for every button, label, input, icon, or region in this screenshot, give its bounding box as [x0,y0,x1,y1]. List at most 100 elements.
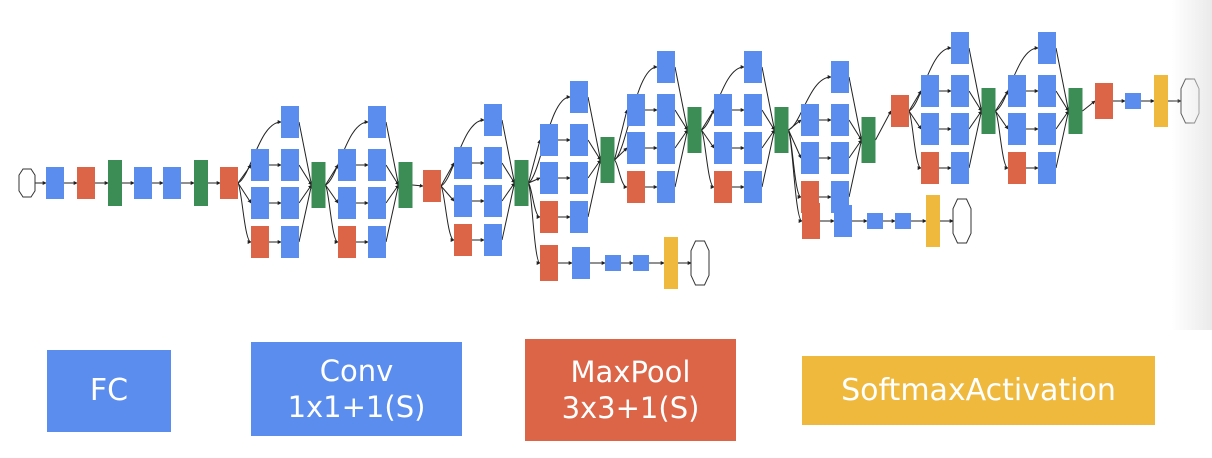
edge-arrow [875,110,892,141]
concat-node [861,117,876,163]
conv-node [1038,113,1056,145]
conv-node [572,247,590,279]
conv-node [251,187,269,219]
googlenet-diagram [18,32,1200,289]
conv-node [570,162,588,194]
conv-node [163,167,181,199]
maxpool-node [338,226,356,258]
edge-arrow [614,147,628,161]
concat-node [1068,88,1083,134]
edge-arrow [501,119,516,184]
conv-node [834,205,852,237]
edge-arrow [995,90,1009,112]
softmax-node [926,195,940,247]
conv-node [484,147,502,179]
edge-arrow [614,159,628,189]
maxpool-node [220,167,238,199]
edge-arrow [788,119,802,131]
edge-arrow [325,184,339,244]
edge-arrow [995,110,1009,170]
output-node [690,240,710,286]
edge-arrow [528,177,541,184]
edge-arrow [385,121,400,186]
edge-arrow [385,164,399,186]
conv-node [338,187,356,219]
edge-arrow [325,184,339,204]
edge-arrow [440,185,455,242]
fc-node [1125,93,1141,109]
conv-node [134,167,152,199]
conv-node [368,106,386,138]
edge-arrow [614,109,629,161]
edge-arrow [1082,100,1096,112]
conv-node [951,152,969,184]
concat-node [311,162,326,208]
fc-node [605,255,621,271]
edge-arrow [761,129,776,188]
edge-arrow [528,139,542,184]
edge-arrow [237,164,252,184]
maxpool-node [627,171,645,203]
conv-node [570,201,588,233]
legend-conv: Conv 1x1+1(S) [251,342,462,436]
maxpool-node [891,95,909,127]
edge-arrow [587,159,602,218]
conv-node [1008,75,1026,107]
conv-node [657,132,675,164]
conv-node [281,149,299,181]
edge-arrow [908,110,922,170]
legend-fc: FC [47,350,171,432]
edge-arrow [1055,90,1069,112]
conv-node [368,187,386,219]
edge-arrow [501,162,515,184]
conv-node [484,185,502,217]
maxpool-node [423,170,441,202]
conv-node [454,185,472,217]
conv-node [921,113,939,145]
conv-node [484,104,502,136]
maxpool-node [454,224,472,256]
conv-node [540,162,558,194]
edge-arrow [440,162,455,187]
edge-arrow [848,119,862,141]
conv-node [657,51,675,83]
edge-arrow [968,47,983,112]
conv-node [627,94,645,126]
edge-arrow [701,109,715,131]
edge-arrow [237,182,252,244]
conv-node [1008,113,1026,145]
legend-maxpool-line1: MaxPool [570,354,691,389]
output-node [952,198,972,244]
conv-node [281,226,299,258]
edge-arrow [587,96,602,161]
legend-softmax-label: SoftmaxActivation [841,372,1116,408]
edge-arrow [385,184,400,243]
conv-node [714,94,732,126]
concat-node [774,107,789,153]
conv-node [338,149,356,181]
maxpool-node [251,226,269,258]
concat-node [981,88,996,134]
concat-node [398,162,413,208]
right-edge-shadow [1172,0,1212,330]
conv-node [744,132,762,164]
legend-conv-line1: Conv [319,353,394,388]
edge-arrow [501,182,516,241]
conv-node [1038,32,1056,64]
concat-node [600,137,615,183]
edge-arrow [587,139,601,161]
edge-arrow [1055,110,1070,169]
conv-node [744,94,762,126]
edge-arrow [848,139,863,198]
maxpool-node [714,171,732,203]
maxpool-node [1008,152,1026,184]
edge-arrow [788,129,802,159]
edge-arrow [788,129,803,223]
avgpool-node [540,245,558,281]
conv-node [744,51,762,83]
conv-node [454,147,472,179]
edge-arrow [325,164,339,186]
conv-node [1038,75,1056,107]
edge-arrow [298,121,313,186]
edge-arrow [968,90,982,112]
